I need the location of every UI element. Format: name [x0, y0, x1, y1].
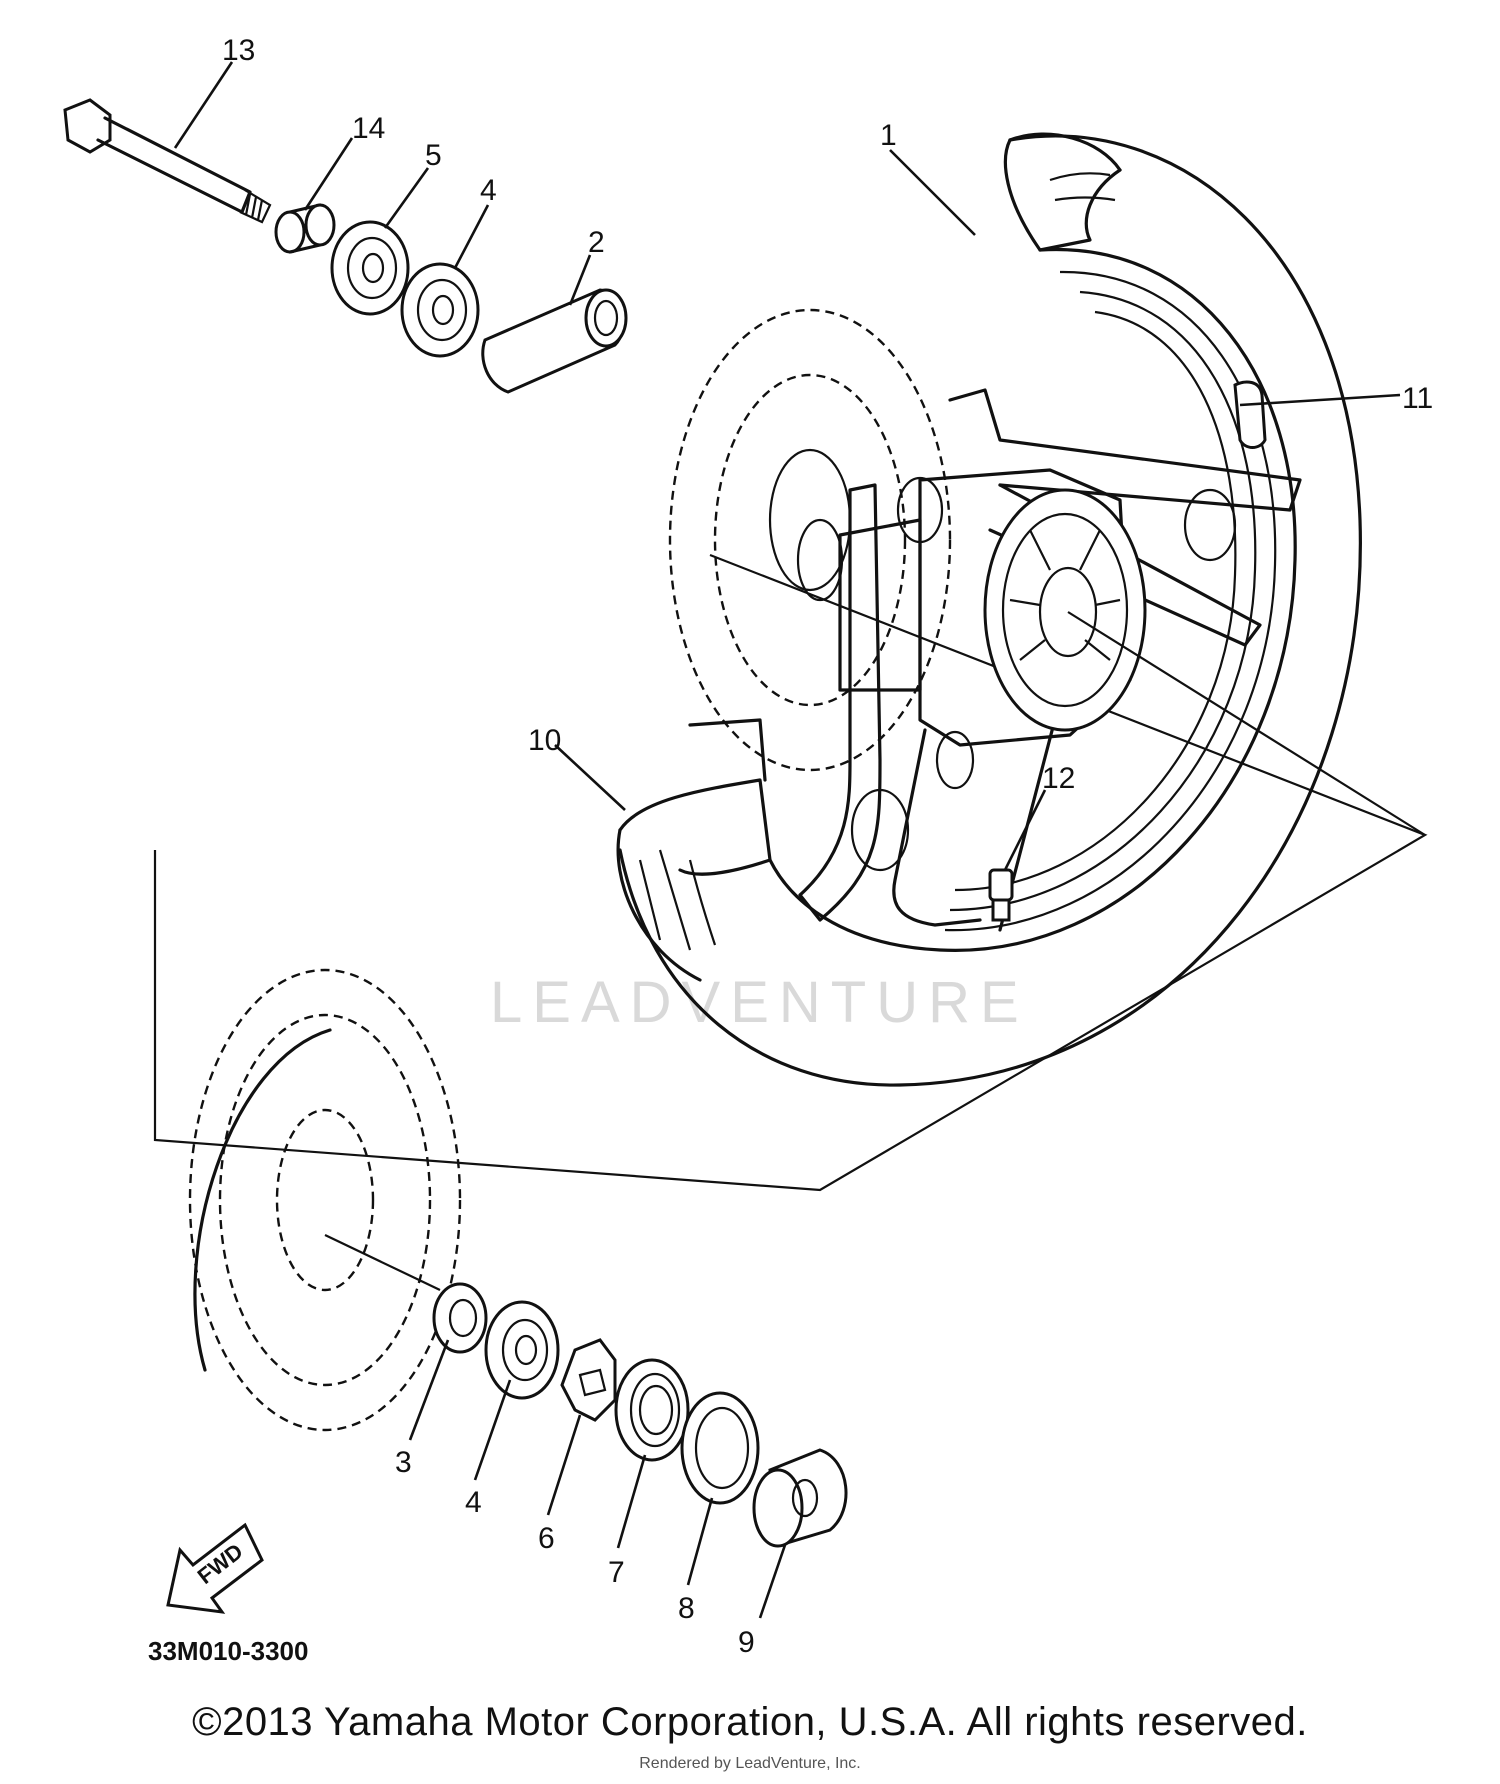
callout-6: 6: [538, 1522, 555, 1555]
collar-3: [432, 1282, 488, 1354]
rendered-by-note: Rendered by LeadVenture, Inc.: [639, 1755, 861, 1772]
spoke-left: [798, 483, 882, 922]
callout-1: 1: [880, 119, 897, 152]
clutch-7: [614, 1358, 690, 1462]
bearing-5: [330, 220, 410, 316]
callout-4-top: 4: [480, 174, 497, 207]
copyright-notice: ©2013 Yamaha Motor Corporation, U.S.A. A…: [192, 1700, 1308, 1744]
hub-face: [983, 488, 1147, 732]
callout-10: 12: [1042, 762, 1075, 795]
axle-13: [63, 98, 272, 224]
watermark-text: LEADVENTURE: [490, 970, 1029, 1035]
leader-lines: [173, 61, 1401, 1619]
rim-outer: [768, 247, 1297, 952]
ground-plane: [153, 553, 1428, 1192]
callout-3: 3: [395, 1446, 412, 1479]
callout-12: 9: [738, 1626, 755, 1659]
callout-11: 11: [1402, 382, 1433, 415]
collar-12: [752, 1448, 848, 1548]
parts-diagram: LEADVENTURE: [63, 34, 1433, 1666]
brake-disc-front: [188, 968, 462, 1432]
callout-7: 7: [608, 1556, 625, 1589]
balance-weight-11: [1233, 380, 1267, 449]
spacer-2: [481, 288, 628, 394]
spoke-bottom: [892, 728, 982, 927]
callout-4-bottom: 4: [465, 1486, 482, 1519]
callout-9: 10: [528, 724, 561, 757]
spoke-top: [948, 388, 1302, 512]
callout-8: 8: [678, 1592, 695, 1625]
callout-13: 13: [222, 34, 255, 67]
valve-stem-10: [988, 868, 1014, 922]
wheel-assembly: [616, 132, 1426, 1087]
fwd-arrow-icon: FWD: [166, 1522, 264, 1614]
callout-14: 14: [352, 112, 385, 145]
bearing-4-top: [400, 262, 480, 358]
brake-disc-rear-outline: [668, 308, 952, 772]
callout-2: 2: [588, 226, 605, 259]
tire-outline: [618, 134, 1362, 1087]
tire-section-9: [618, 778, 772, 876]
oil-seal-8: [680, 1391, 760, 1505]
drawing-code: 33M010-3300: [148, 1636, 308, 1666]
bearing-4-bottom: [484, 1300, 560, 1400]
collar-14: [274, 203, 336, 254]
callout-5: 5: [425, 139, 442, 172]
gear-unit-6: [560, 1338, 617, 1422]
